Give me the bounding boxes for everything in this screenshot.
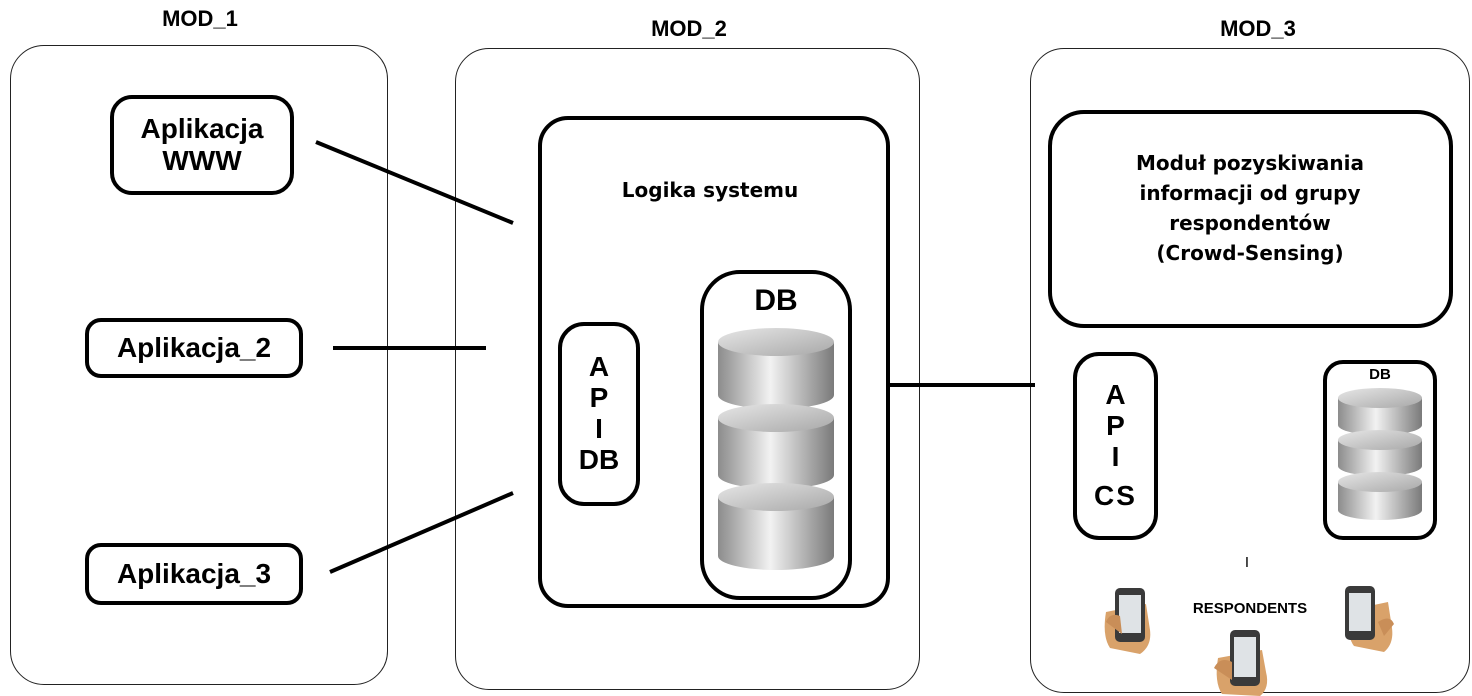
app-2-box: Aplikacja_2 [85, 318, 303, 378]
crowd-sensing-line2: informacji od grupy [1139, 181, 1361, 205]
respondents-label: RESPONDENTS [1192, 600, 1308, 617]
mod1-title: MOD_1 [162, 6, 238, 31]
api-cs-letter-p: P [1106, 410, 1125, 442]
api-db-letter-a: A [588, 351, 610, 383]
api-cs-letter-i: I [1111, 441, 1120, 472]
crowd-sensing-box [1048, 110, 1453, 328]
db-box-mod2 [700, 270, 852, 600]
app-3-box: Aplikacja_3 [85, 543, 303, 605]
app-2-label: Aplikacja_2 [116, 331, 272, 363]
hand-phone-icon-right [1345, 586, 1394, 652]
system-logic-box [538, 116, 890, 608]
api-db-letter-p: P [589, 382, 609, 414]
respondents-divider-mark: I [1244, 554, 1250, 571]
mod2-title: MOD_2 [651, 16, 727, 41]
db-small-cylinder-1 [1338, 388, 1422, 435]
api-cs-letter-cs: CS [1094, 479, 1137, 511]
connector-www-logic [315, 140, 514, 225]
db-small-cylinder-2 [1338, 430, 1422, 476]
connector-app3-logic [329, 491, 514, 574]
db-cylinder-2 [718, 404, 834, 489]
db-box-mod3 [1323, 360, 1437, 540]
api-cs-letter-a: A [1105, 379, 1126, 411]
api-db-letter-i: I [595, 413, 603, 444]
mod1-container [10, 45, 388, 685]
app-www-line1: Aplikacja [140, 112, 264, 144]
api-db-box: A P I DB [558, 322, 640, 506]
db-cylinder-1 [718, 328, 834, 409]
crowd-sensing-line4: (Crowd-Sensing) [1156, 241, 1344, 265]
app-www-line2: WWW [162, 145, 242, 176]
system-logic-label: Logika systemu [621, 178, 799, 202]
crowd-sensing-label: Moduł pozyskiwania informacji od grupy r… [1060, 148, 1440, 268]
api-cs-box: A P I CS [1073, 352, 1158, 540]
mod2-container [455, 48, 920, 690]
hand-phone-icon-bottom [1214, 630, 1268, 696]
app-3-label: Aplikacja_3 [116, 557, 272, 589]
db-small-cylinder-3 [1338, 472, 1422, 520]
api-db-letter-db: DB [578, 443, 620, 475]
db-label-mod3: DB [1369, 366, 1391, 383]
crowd-sensing-line3: respondentów [1169, 211, 1331, 235]
db-cylinder-3 [718, 483, 834, 570]
app-www-box: Aplikacja WWW [110, 95, 294, 195]
crowd-sensing-line1: Moduł pozyskiwania [1136, 151, 1364, 175]
db-label-mod2: DB [754, 284, 798, 317]
hand-phone-icon-left [1104, 588, 1151, 654]
mod3-title: MOD_3 [1220, 16, 1296, 41]
